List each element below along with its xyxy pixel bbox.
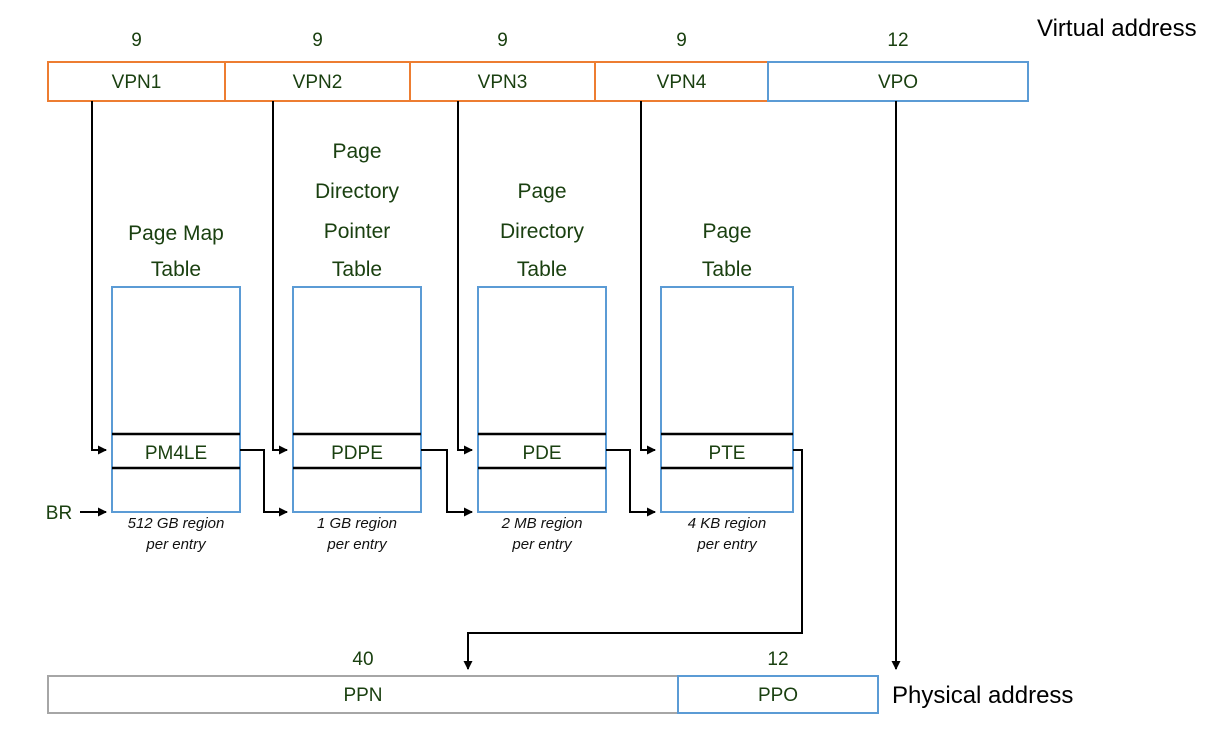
- va-bits-vpn1: 9: [131, 30, 142, 51]
- table-region-4-line-0: 4 KB region: [688, 515, 766, 532]
- table-page-directory: Page Directory Table PDE 2 MB region per…: [477, 180, 607, 553]
- va-label-vpn1: VPN1: [112, 72, 162, 93]
- table-region-1-line-0: 512 GB region: [128, 515, 225, 532]
- va-label-vpn4: VPN4: [657, 72, 707, 93]
- connector-vpn4-to-pte: [640, 101, 656, 455]
- connector-pde-to-pt: [606, 449, 656, 517]
- virtual-address-title: Virtual address: [1037, 15, 1197, 42]
- table-title-2-line-2: Pointer: [324, 220, 391, 243]
- connector-pte-to-ppn: [463, 449, 803, 670]
- table-region-2-line-1: per entry: [326, 536, 388, 553]
- va-bits-vpn3: 9: [497, 30, 508, 51]
- table-entry-4: PTE: [709, 443, 746, 464]
- virtual-address-bar: VPN1 VPN2 VPN3 VPN4 VPO 9 9 9 9 12: [47, 30, 1029, 102]
- connector-vpn3-to-pde: [457, 101, 473, 455]
- pa-label-ppn: PPN: [343, 685, 382, 706]
- connector-pm4le-to-pdpt: [240, 449, 288, 517]
- table-region-4-line-1: per entry: [696, 536, 758, 553]
- va-field-vpn1: [47, 61, 226, 102]
- connector-vpn2-to-pdpe: [272, 101, 288, 455]
- physical-address-title: Physical address: [892, 682, 1073, 709]
- table-box-3: [477, 286, 607, 513]
- va-label-vpo: VPO: [878, 72, 918, 93]
- pa-bits-ppo: 12: [767, 649, 788, 670]
- table-title-3-line-0: Page: [517, 180, 566, 203]
- table-region-2-line-0: 1 GB region: [317, 515, 397, 532]
- table-title-1-line-0: Page Map: [128, 222, 224, 245]
- table-title-2-line-3: Table: [332, 258, 382, 281]
- va-label-vpn2: VPN2: [293, 72, 343, 93]
- table-entry-2: PDPE: [331, 443, 383, 464]
- pa-field-ppn: [47, 675, 679, 714]
- pa-label-ppo: PPO: [758, 685, 798, 706]
- table-title-3-line-1: Directory: [500, 220, 585, 243]
- physical-address-bar: PPN PPO 40 12: [47, 649, 879, 714]
- va-bits-vpo: 12: [887, 30, 908, 51]
- base-register-label: BR: [46, 503, 72, 524]
- table-page-directory-pointer: Page Directory Pointer Table PDPE 1 GB r…: [292, 140, 422, 553]
- table-box-1: [111, 286, 241, 513]
- table-box-2: [292, 286, 422, 513]
- va-field-vpn2: [224, 61, 411, 102]
- table-title-3-line-2: Table: [517, 258, 567, 281]
- table-title-4-line-1: Table: [702, 258, 752, 281]
- va-field-vpn3: [409, 61, 596, 102]
- va-field-vpo: [767, 61, 1029, 102]
- table-region-3-line-1: per entry: [511, 536, 573, 553]
- table-region-1-line-1: per entry: [145, 536, 207, 553]
- va-bits-vpn2: 9: [312, 30, 323, 51]
- va-bits-vpn4: 9: [676, 30, 687, 51]
- pa-field-ppo: [677, 675, 879, 714]
- table-entry-3: PDE: [522, 443, 561, 464]
- connector-vpn1-to-pm4le: [91, 101, 107, 455]
- connector-pdpe-to-pdt: [421, 449, 473, 517]
- pa-bits-ppn: 40: [352, 649, 373, 670]
- table-page-table: Page Table PTE 4 KB region per entry: [660, 220, 794, 553]
- table-title-1-line-1: Table: [151, 258, 201, 281]
- table-page-map: Page Map Table PM4LE 512 GB region per e…: [111, 222, 241, 553]
- table-entry-1: PM4LE: [145, 443, 207, 464]
- table-region-3-line-0: 2 MB region: [501, 515, 583, 532]
- table-title-2-line-1: Directory: [315, 180, 400, 203]
- table-title-4-line-0: Page: [702, 220, 751, 243]
- table-title-2-line-0: Page: [332, 140, 381, 163]
- table-box-4: [660, 286, 794, 513]
- va-label-vpn3: VPN3: [478, 72, 528, 93]
